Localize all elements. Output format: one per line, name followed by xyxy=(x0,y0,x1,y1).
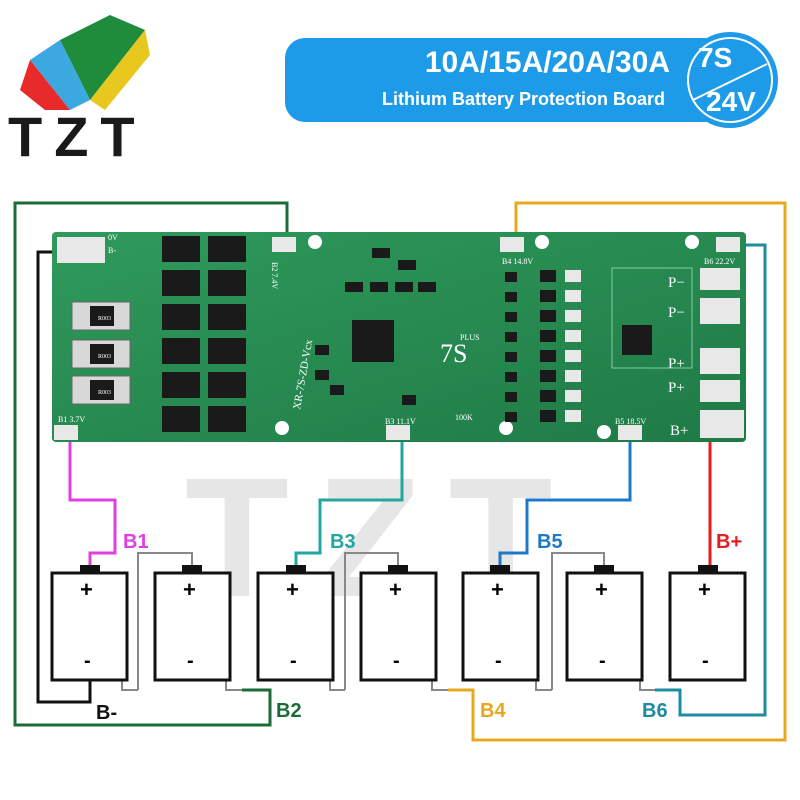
tzt-logo xyxy=(20,15,150,110)
cell-minus: - xyxy=(393,650,400,672)
silk-b5: B5 18.5V xyxy=(615,417,646,426)
label-bminus: B- xyxy=(96,702,118,724)
label-b5: B5 xyxy=(537,531,563,553)
cell-minus: - xyxy=(702,650,709,672)
pad-b6 xyxy=(716,237,740,252)
cell-plus: + xyxy=(183,577,196,602)
cell-plus: + xyxy=(389,577,402,602)
pad-pminus-1 xyxy=(700,268,740,290)
wire-b4 xyxy=(448,201,787,742)
shunt-resistors xyxy=(71,301,131,405)
cell-5 xyxy=(461,565,540,682)
silk-pminus: P− xyxy=(668,275,685,291)
pad-pplus-2 xyxy=(700,380,740,402)
cell-2 xyxy=(153,565,232,682)
cell-plus: + xyxy=(595,577,608,602)
pad-pminus-2 xyxy=(700,298,740,324)
silk-bminus: B- xyxy=(108,246,116,255)
cell-plus: + xyxy=(698,577,711,602)
cell-7 xyxy=(668,565,747,682)
silk-b2: B2 7.4V xyxy=(270,262,279,289)
silk-b4: B4 14.8V xyxy=(502,257,533,266)
cell-3 xyxy=(256,565,335,682)
cell-minus: - xyxy=(187,650,194,672)
cell-minus: - xyxy=(84,650,91,672)
brand-name: TZT xyxy=(8,105,147,168)
voltage-rating: 24V xyxy=(706,86,756,117)
wire-b5 xyxy=(498,440,632,568)
balance-resistors xyxy=(505,270,581,422)
silk-pplus: P+ xyxy=(668,380,685,396)
label-b1: B1 xyxy=(123,531,149,553)
cell-minus: - xyxy=(599,650,606,672)
wire-b3 xyxy=(294,432,404,568)
cell-6 xyxy=(565,565,644,682)
pad-b2 xyxy=(272,237,296,252)
silk-r003: R003 xyxy=(98,316,111,322)
cell-minus: - xyxy=(495,650,502,672)
label-b4: B4 xyxy=(480,700,506,722)
board-subtitle: Lithium Battery Protection Board xyxy=(381,89,665,109)
pad-bplus xyxy=(700,410,744,438)
cell-plus: + xyxy=(491,577,504,602)
pad-pplus-1 xyxy=(700,348,740,374)
silk-7s: 7S xyxy=(440,339,467,368)
label-b6: B6 xyxy=(642,700,668,722)
label-bplus: B+ xyxy=(716,531,743,553)
mosfet-array xyxy=(162,236,246,432)
pad-b4 xyxy=(500,237,524,252)
series-links xyxy=(121,552,655,691)
label-b3: B3 xyxy=(330,531,356,553)
protection-ic xyxy=(352,320,394,362)
wire-b1 xyxy=(68,440,117,568)
silk-pplus: P+ xyxy=(668,356,685,372)
tzt-logo-emblem xyxy=(20,15,150,110)
wire-bminus xyxy=(36,250,92,704)
wire-b6 xyxy=(655,243,767,717)
silk-pminus: P− xyxy=(668,305,685,321)
silk-b3: B3 11.1V xyxy=(385,417,416,426)
silk-b1: B1 3.7V xyxy=(58,415,85,424)
cell-minus: - xyxy=(290,650,297,672)
silk-plus: PLUS xyxy=(460,333,480,342)
spec-banner xyxy=(285,32,778,128)
series-count: 7S xyxy=(698,42,733,73)
wire-b2 xyxy=(13,201,289,727)
silk-r003: R003 xyxy=(98,390,111,396)
cell-plus: + xyxy=(80,577,93,602)
silk-r003: R003 xyxy=(98,354,111,360)
pad-bminus xyxy=(57,237,105,263)
cell-1 xyxy=(50,565,129,682)
label-b2: B2 xyxy=(276,700,302,722)
silk-bplus: B+ xyxy=(670,423,688,439)
silk-100k: 100K xyxy=(455,413,473,422)
current-ratings: 10A/15A/20A/30A xyxy=(424,46,670,79)
silk-0v: 0V xyxy=(108,233,118,242)
cell-plus: + xyxy=(286,577,299,602)
pad-b1 xyxy=(54,425,78,440)
cell-4 xyxy=(359,565,438,682)
pad-b3 xyxy=(386,425,410,440)
pad-b5 xyxy=(618,425,642,440)
silk-b6: B6 22.2V xyxy=(704,257,735,266)
